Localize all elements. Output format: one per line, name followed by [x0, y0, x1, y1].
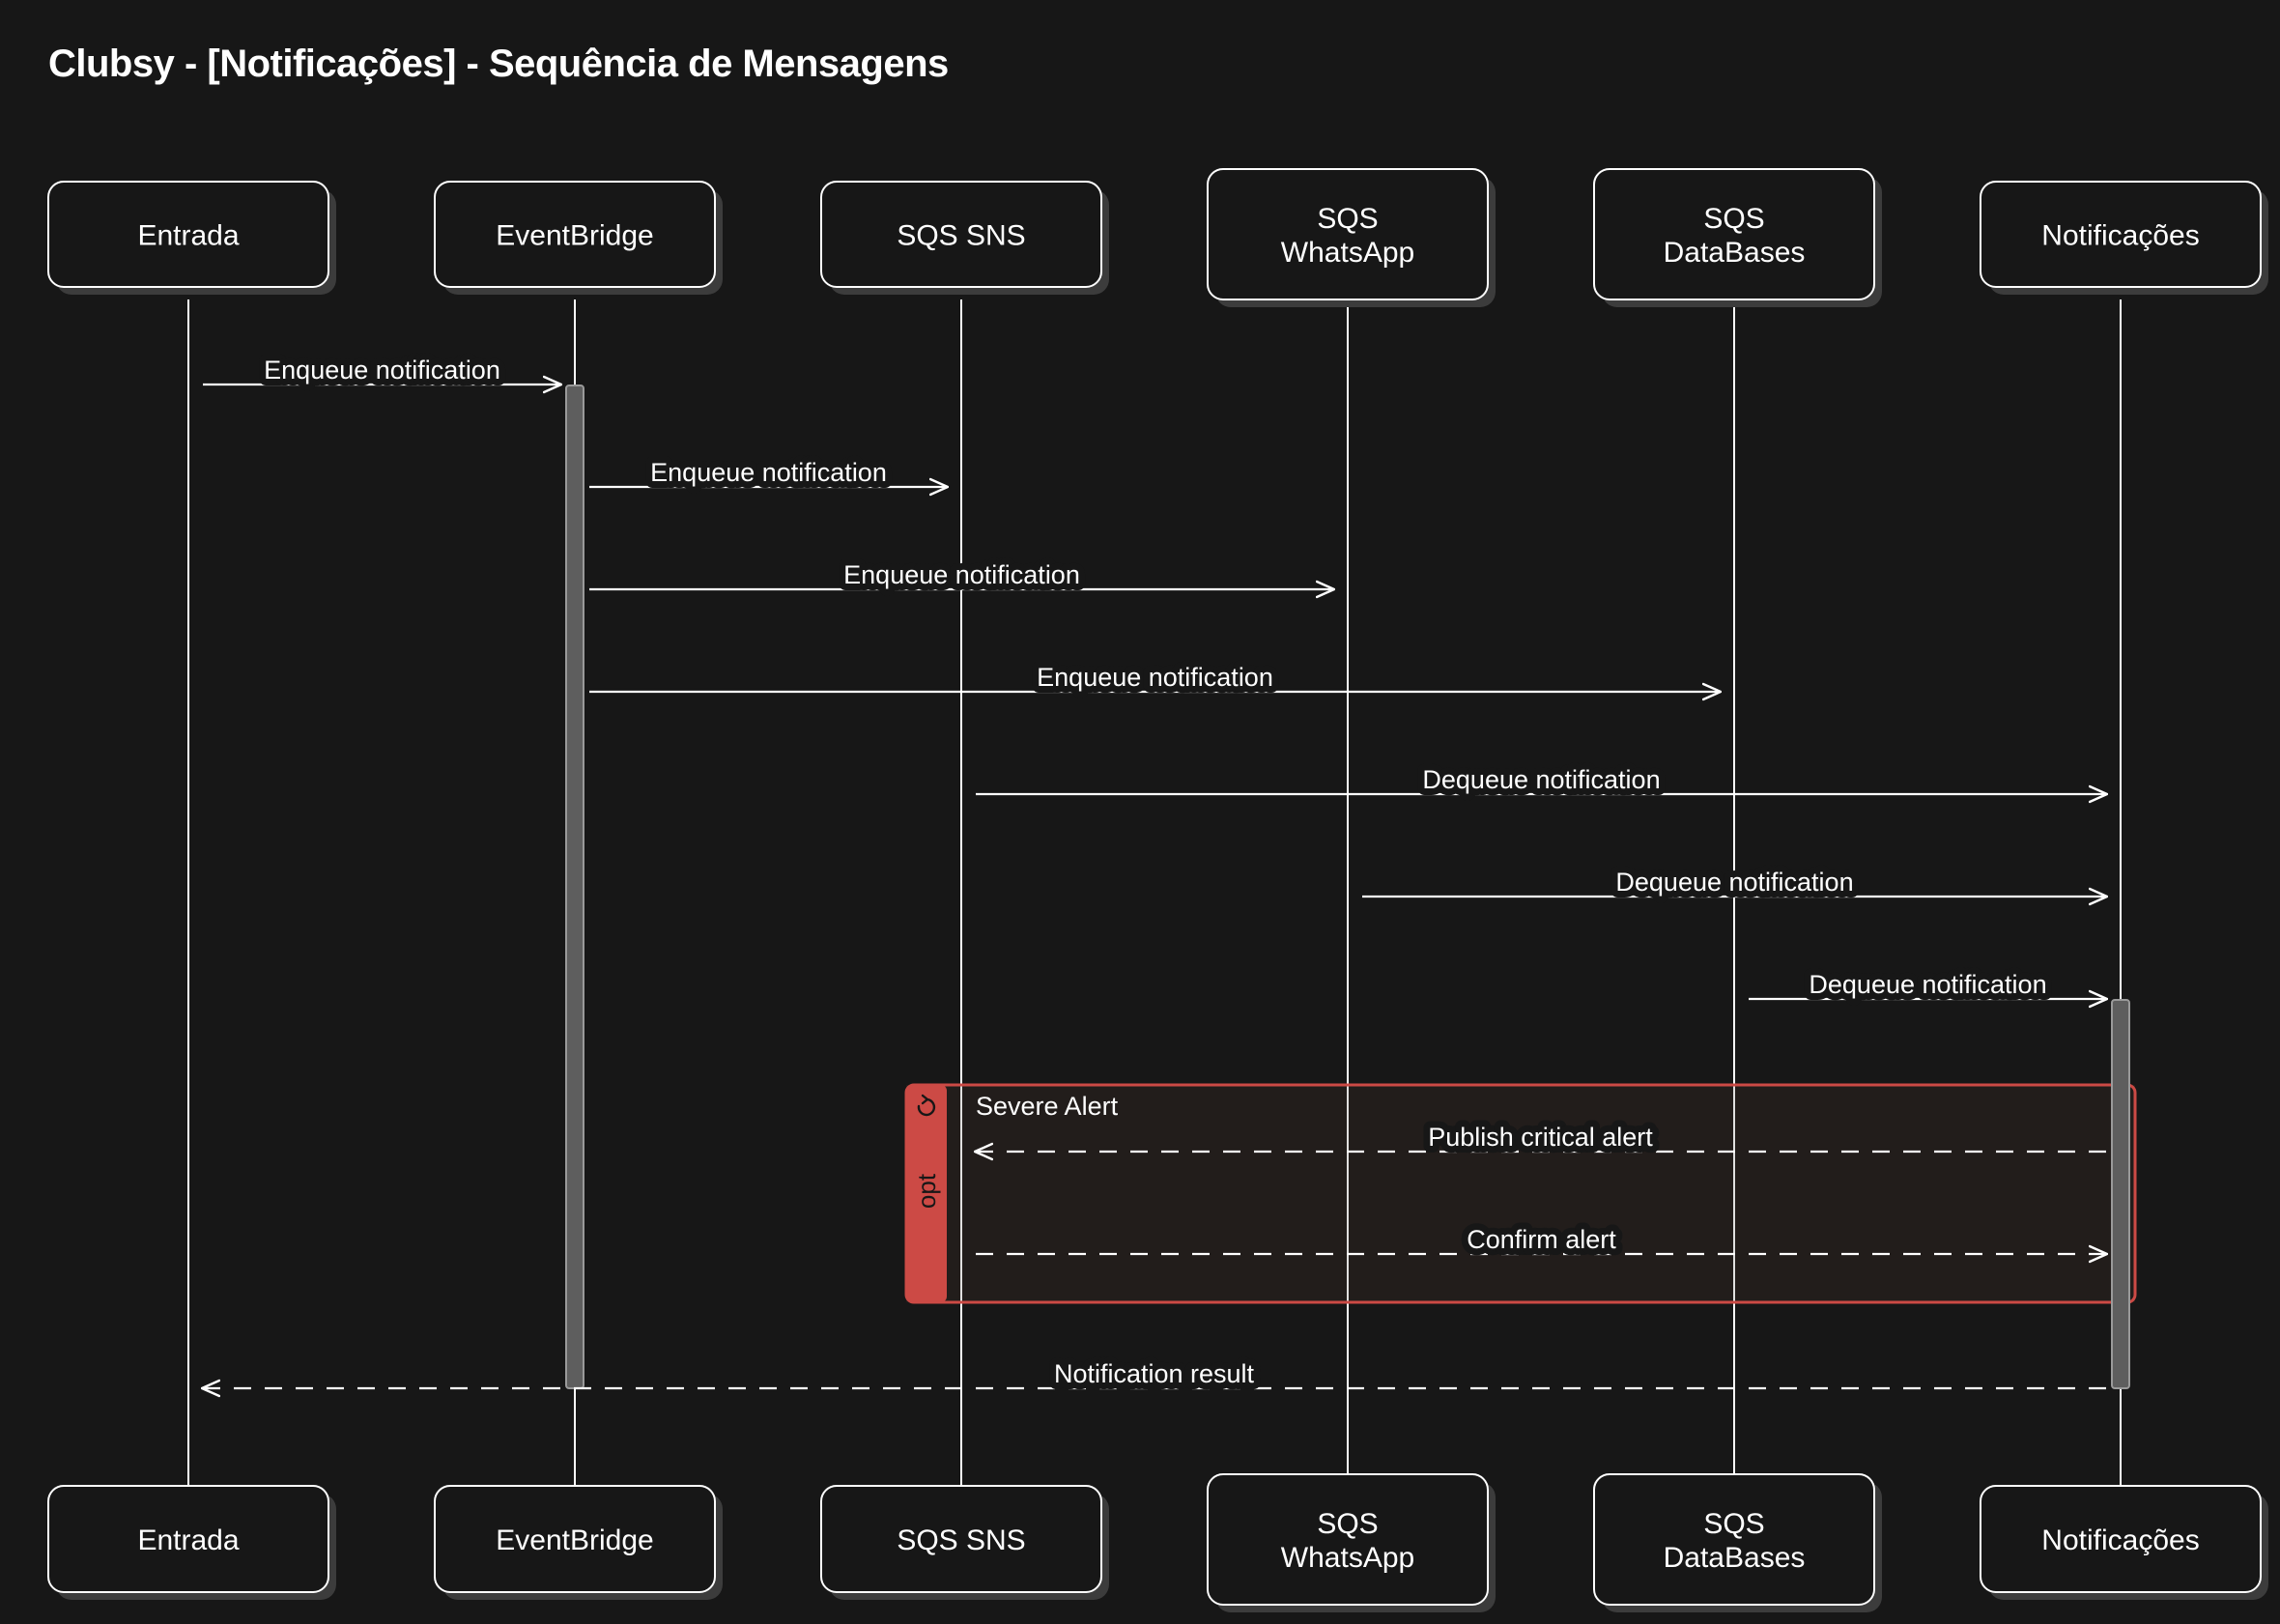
participant-box — [47, 1485, 329, 1593]
message-label: Publish critical alert — [1428, 1123, 1653, 1152]
refresh-loop-icon — [917, 1094, 936, 1117]
message-arrow: Enqueue notification — [589, 451, 948, 487]
opt-condition-label: Severe Alert — [976, 1092, 1119, 1121]
participant-bottom-entrada: Entrada — [47, 1485, 336, 1600]
message-label: Enqueue notification — [843, 560, 1080, 589]
participant-box — [1207, 1473, 1489, 1606]
participant-label: SQS SNS — [897, 220, 1025, 252]
participant-label: SQS — [1703, 1508, 1764, 1540]
opt-keyword-tab — [906, 1085, 947, 1302]
participant-box — [1593, 1473, 1875, 1606]
participant-label: Entrada — [137, 220, 239, 252]
message-arrow: Dequeue notification — [976, 758, 2107, 794]
opt-block-border — [904, 1083, 2137, 1304]
loop-arrowhead — [921, 1094, 929, 1105]
participant-label: SQS SNS — [897, 1524, 1025, 1556]
message-label: Dequeue notification — [1809, 970, 2046, 999]
participant-label: WhatsApp — [1281, 237, 1414, 269]
opt-block-background — [906, 1085, 2135, 1302]
activation-bar-notificacoes — [2111, 999, 2130, 1389]
participant-bottom-notificacoes: Notificações — [1980, 1485, 2268, 1600]
message-label: Dequeue notification — [1422, 765, 1660, 794]
message-label: Enqueue notification — [264, 356, 500, 385]
participant-label: SQS — [1703, 203, 1764, 235]
participant-label: Entrada — [137, 1524, 239, 1556]
participant-box — [1207, 168, 1489, 300]
participant-label: DataBases — [1664, 1542, 1806, 1574]
participant-label: EventBridge — [496, 1524, 653, 1556]
participant-box — [434, 181, 716, 288]
participant-top-sqs-sns: SQS SNS — [820, 181, 1109, 295]
activations — [565, 385, 2130, 1389]
message-arrow: Enqueue notification — [589, 656, 1721, 692]
participant-box — [820, 181, 1102, 288]
message-arrow: Dequeue notification — [1749, 963, 2107, 999]
participant-box — [47, 181, 329, 288]
participant-top-eventbridge: EventBridge — [434, 181, 723, 295]
participant-box — [820, 1485, 1102, 1593]
message-arrow: Dequeue notification — [1362, 861, 2107, 897]
message-arrow: Publish critical alert — [975, 1116, 2106, 1152]
participant-label: SQS — [1317, 1508, 1378, 1540]
message-label: Enqueue notification — [1037, 663, 1273, 692]
message-label: Enqueue notification — [650, 458, 887, 487]
loop-arc — [917, 1097, 936, 1117]
opt-block: opt Severe Alert — [904, 1083, 2137, 1304]
message-arrow: Enqueue notification — [203, 349, 561, 385]
participant-top-notificacoes: Notificações — [1980, 181, 2268, 295]
message-label: Confirm alert — [1467, 1225, 1616, 1254]
participant-label: Notificações — [2041, 220, 2199, 252]
message-label: Dequeue notification — [1615, 868, 1853, 897]
participant-label: DataBases — [1664, 237, 1806, 269]
participant-box — [1980, 181, 2262, 288]
participant-box — [1980, 1485, 2262, 1593]
opt-keyword-label: opt — [912, 1173, 941, 1209]
message-arrow: Enqueue notification — [589, 554, 1334, 589]
participant-bottom-eventbridge: EventBridge — [434, 1485, 723, 1600]
participant-box — [434, 1485, 716, 1593]
diagram-title: Clubsy - [Notificações] - Sequência de M… — [48, 43, 949, 85]
participant-bottom-sqs-sns: SQS SNS — [820, 1485, 1109, 1600]
participant-label: EventBridge — [496, 220, 653, 252]
participant-label: WhatsApp — [1281, 1542, 1414, 1574]
participant-label: SQS — [1317, 203, 1378, 235]
message-arrow: Notification result — [202, 1353, 2106, 1388]
participant-label: Notificações — [2041, 1524, 2199, 1556]
activation-bar-eventbridge — [565, 385, 584, 1389]
participant-box — [1593, 168, 1875, 300]
message-arrow: Confirm alert — [976, 1218, 2107, 1254]
message-label: Notification result — [1054, 1359, 1255, 1388]
participant-top-entrada: Entrada — [47, 181, 336, 295]
